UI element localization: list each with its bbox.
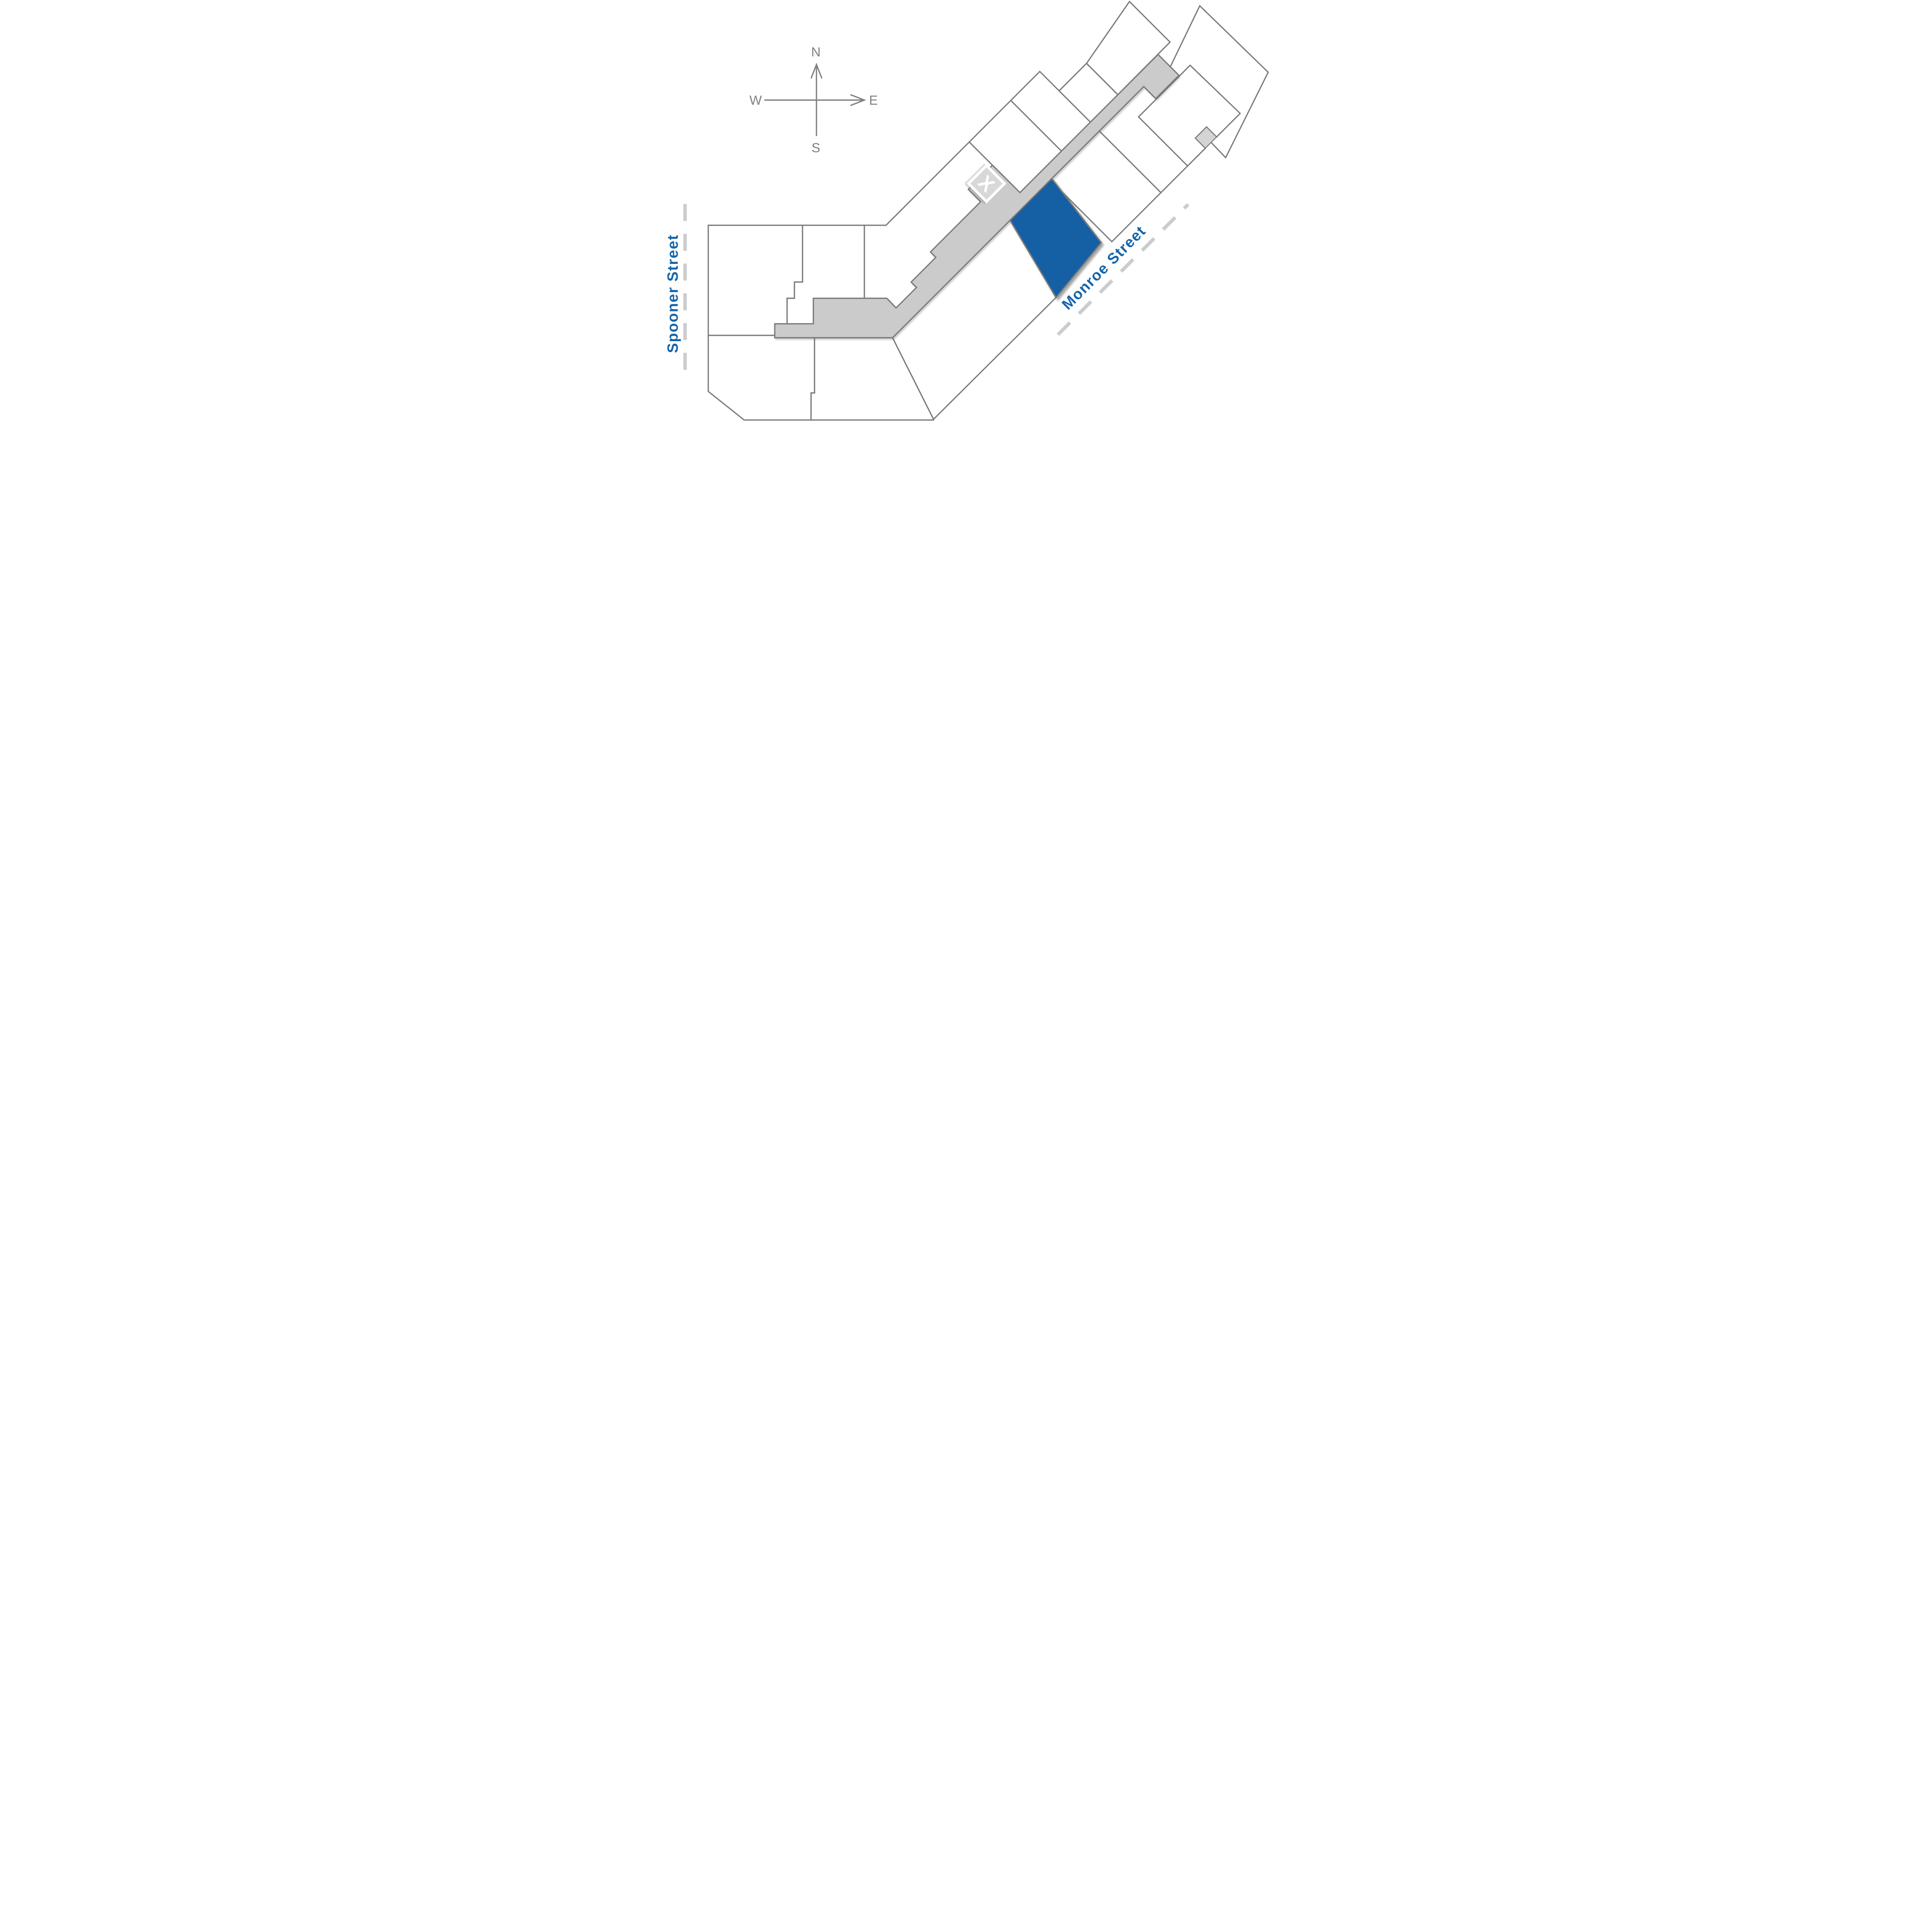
highlighted-unit[interactable] (1009, 177, 1102, 299)
x-marker-box (966, 163, 1007, 204)
unit-row-southeast (892, 64, 1241, 420)
compass-east-arrow-icon (850, 94, 866, 106)
compass-label-west: W (749, 93, 762, 108)
x-marker[interactable]: X (966, 163, 1007, 204)
unit-polygon[interactable] (1085, 0, 1171, 96)
walkway-sliver (1194, 126, 1218, 149)
compass-label-north: N (811, 45, 821, 60)
compass-north-arrow-icon (810, 63, 823, 79)
walkway-corridor[interactable] (774, 53, 1180, 338)
site-plan-page: X N S W E Spooner Street Monroe Street (663, 0, 1269, 422)
monroe-street-dashed-line (1056, 203, 1190, 336)
compass-label-south: S (811, 141, 821, 155)
spooner-street-label: Spooner Street (665, 234, 681, 353)
site-plan-map: X N S W E Spooner Street Monroe Street (663, 0, 1269, 422)
unit-polygon[interactable] (707, 335, 815, 421)
compass-label-east: E (869, 93, 878, 108)
compass-rose: N S W E (749, 45, 878, 155)
unit-block-west (707, 141, 993, 421)
